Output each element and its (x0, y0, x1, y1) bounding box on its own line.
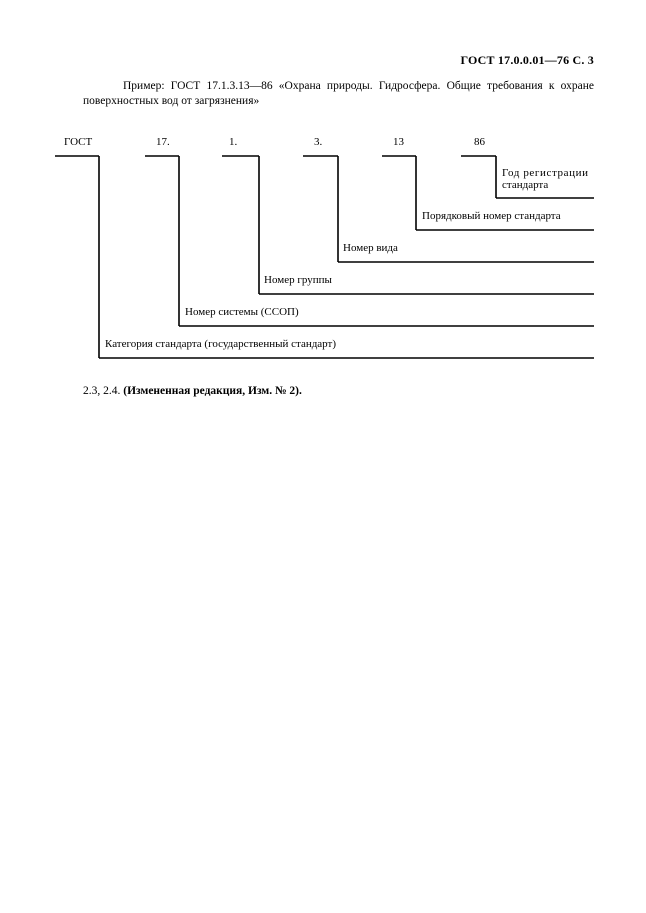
label-year-line1: Год регистрации (502, 167, 588, 179)
label-year-line2: стандарта (502, 179, 548, 191)
label-category: Категория стандарта (государственный ста… (105, 338, 336, 350)
label-system: Номер системы (ССОП) (185, 306, 299, 318)
note-prefix: 2.3, 2.4. (83, 385, 124, 397)
label-group: Номер группы (264, 274, 332, 286)
example-paragraph: Пример: ГОСТ 17.1.3.13—86 «Охрана природ… (83, 80, 594, 107)
segment-86: 86 (474, 136, 486, 148)
segment-17: 17. (156, 136, 170, 148)
diagram-lines (55, 155, 594, 359)
label-serial: Порядковый номер стандарта (422, 210, 561, 222)
segment-1: 1. (229, 136, 238, 148)
page-header: ГОСТ 17.0.0.01—76 С. 3 (460, 53, 594, 67)
note-bold: (Измененная редакция, Изм. № 2). (123, 385, 302, 397)
segment-3: 3. (314, 136, 323, 148)
segment-gost: ГОСТ (64, 136, 93, 148)
label-view: Номер вида (343, 242, 398, 254)
amendment-note: 2.3, 2.4. (Измененная редакция, Изм. № 2… (83, 385, 302, 397)
segment-13: 13 (393, 136, 405, 148)
